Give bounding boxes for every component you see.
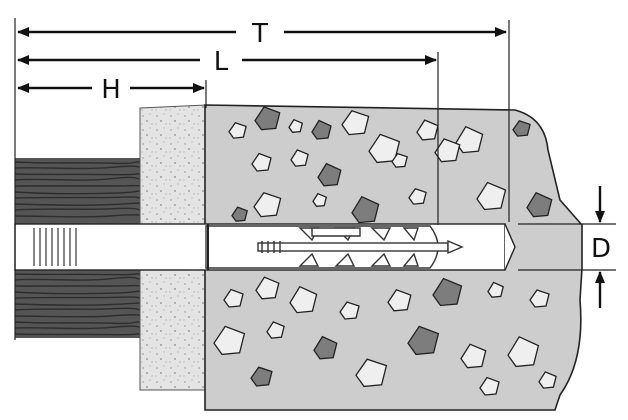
concrete-aggregates	[213, 106, 557, 396]
aggregate-stone	[251, 152, 272, 172]
wood-grain-line	[14, 290, 141, 295]
dimension-h: H	[17, 75, 205, 105]
aggregate-stone	[317, 162, 342, 187]
aggregate-stone	[288, 118, 304, 133]
aggregate-stone	[416, 119, 439, 141]
aggregate-stone	[266, 321, 285, 339]
wood-grain-line	[14, 202, 141, 206]
aggregate-stone	[387, 289, 412, 312]
aggregate-stone	[351, 195, 380, 224]
aggregate-stone	[526, 191, 553, 218]
aggregate-stone	[231, 206, 248, 222]
wood-grain-line	[14, 307, 141, 311]
extension-lines	[14, 18, 616, 340]
wood-grain-top	[14, 161, 141, 218]
aggregate-stone	[313, 335, 338, 360]
wood-grain-line	[14, 196, 141, 199]
aggregate-stone	[512, 120, 531, 137]
wood-grain-line	[14, 161, 141, 165]
wood-grain-line	[14, 207, 141, 211]
aggregate-stone	[253, 192, 282, 218]
wood-grain-line	[14, 214, 141, 218]
aggregate-stone	[312, 192, 328, 207]
aggregate-stone	[368, 133, 401, 164]
aggregate-stone	[407, 325, 440, 356]
aggregate-stone	[455, 125, 484, 154]
wood-grain-line	[14, 190, 141, 195]
wood-grain-line	[14, 333, 141, 336]
wood-grain-line	[14, 321, 141, 325]
aggregate-stone	[250, 366, 273, 387]
dimension-t-label: T	[251, 19, 268, 49]
wood-grain-line	[14, 302, 141, 306]
dimension-l-label: L	[214, 47, 229, 77]
aggregate-stone	[538, 371, 557, 389]
wood-grain-line	[14, 173, 141, 176]
dimension-h-label: H	[101, 75, 121, 105]
aggregate-stone	[311, 119, 332, 140]
wood-grain-line	[14, 165, 141, 170]
dimension-t: T	[17, 19, 507, 49]
anchor-dowel	[205, 224, 464, 270]
aggregate-stone	[434, 138, 461, 163]
aggregate-stone	[507, 335, 540, 368]
aggregate-stone	[228, 122, 247, 139]
aggregate-stone	[341, 110, 370, 136]
aggregate-stone	[408, 188, 427, 205]
aggregate-stone	[355, 358, 388, 388]
wood-grain-line	[14, 314, 141, 318]
aggregate-stone	[476, 181, 507, 211]
aggregate-stone	[529, 289, 550, 308]
aggregate-stone	[432, 277, 463, 307]
aggregate-stone	[487, 281, 504, 298]
aggregate-stone	[479, 376, 500, 396]
aggregate-stone	[290, 149, 309, 167]
wood-end-hatch	[33, 228, 77, 266]
aggregate-stone	[460, 343, 487, 369]
dimension-d: D	[591, 186, 611, 308]
dimension-d-label: D	[591, 234, 611, 264]
wood-grain-line	[14, 296, 141, 299]
wood-grain-line	[14, 276, 141, 281]
aggregate-stone	[289, 285, 318, 314]
aggregate-stone	[391, 152, 408, 168]
aggregate-stone	[254, 106, 281, 131]
aggregate-stone	[339, 301, 360, 320]
wood-grain-bottom	[14, 273, 141, 336]
dimension-l: L	[17, 47, 437, 77]
wood-grain-line	[14, 273, 141, 276]
aggregate-stone	[213, 325, 246, 356]
wood-fixture	[14, 158, 141, 338]
aggregate-stone	[255, 276, 280, 300]
wood-grain-line	[14, 325, 141, 330]
aggregate-stone	[223, 288, 244, 308]
wood-grain-line	[14, 176, 141, 181]
